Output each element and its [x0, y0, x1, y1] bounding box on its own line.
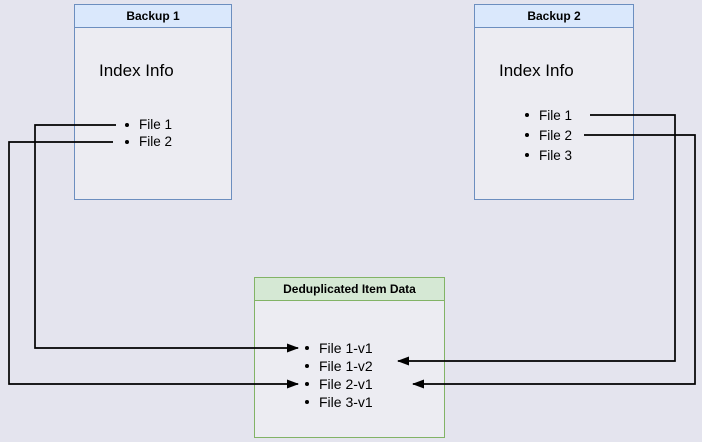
- backup2-index-info-label: Index Info: [499, 61, 574, 80]
- backup2-title: Backup 2: [475, 5, 633, 28]
- list-item: File 3-v1: [302, 393, 373, 411]
- list-item: File 2: [522, 125, 572, 145]
- list-item: File 1: [122, 116, 172, 133]
- list-item: File 1-v1: [302, 339, 373, 357]
- list-item: File 2-v1: [302, 375, 373, 393]
- list-item: File 2: [122, 133, 172, 150]
- backup1-index-info-label: Index Info: [99, 61, 174, 80]
- list-item: File 1: [522, 105, 572, 125]
- dedup-title: Deduplicated Item Data: [255, 278, 444, 301]
- list-item: File 3: [522, 145, 572, 165]
- list-item: File 1-v2: [302, 357, 373, 375]
- backup1-title: Backup 1: [75, 5, 231, 28]
